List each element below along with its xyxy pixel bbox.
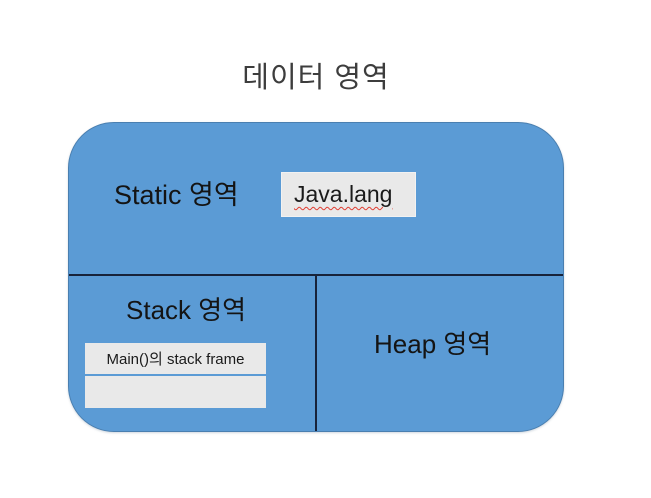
- horizontal-divider: [69, 274, 563, 276]
- static-region-label: Static 영역: [114, 180, 239, 210]
- java-lang-box: Java.lang: [281, 172, 416, 217]
- java-lang-box-label: Java.lang: [294, 181, 393, 207]
- stack-region-label: Stack 영역: [126, 295, 247, 325]
- stack-frame-main: Main()의 stack frame: [85, 343, 266, 374]
- vertical-divider: [315, 276, 317, 431]
- heap-region-label: Heap 영역: [374, 329, 492, 359]
- memory-shape: Static 영역 Java.lang Stack 영역 Main()의 sta…: [68, 122, 564, 432]
- diagram-title: 데이터 영역: [242, 62, 390, 94]
- stack-frame-empty: [85, 376, 266, 408]
